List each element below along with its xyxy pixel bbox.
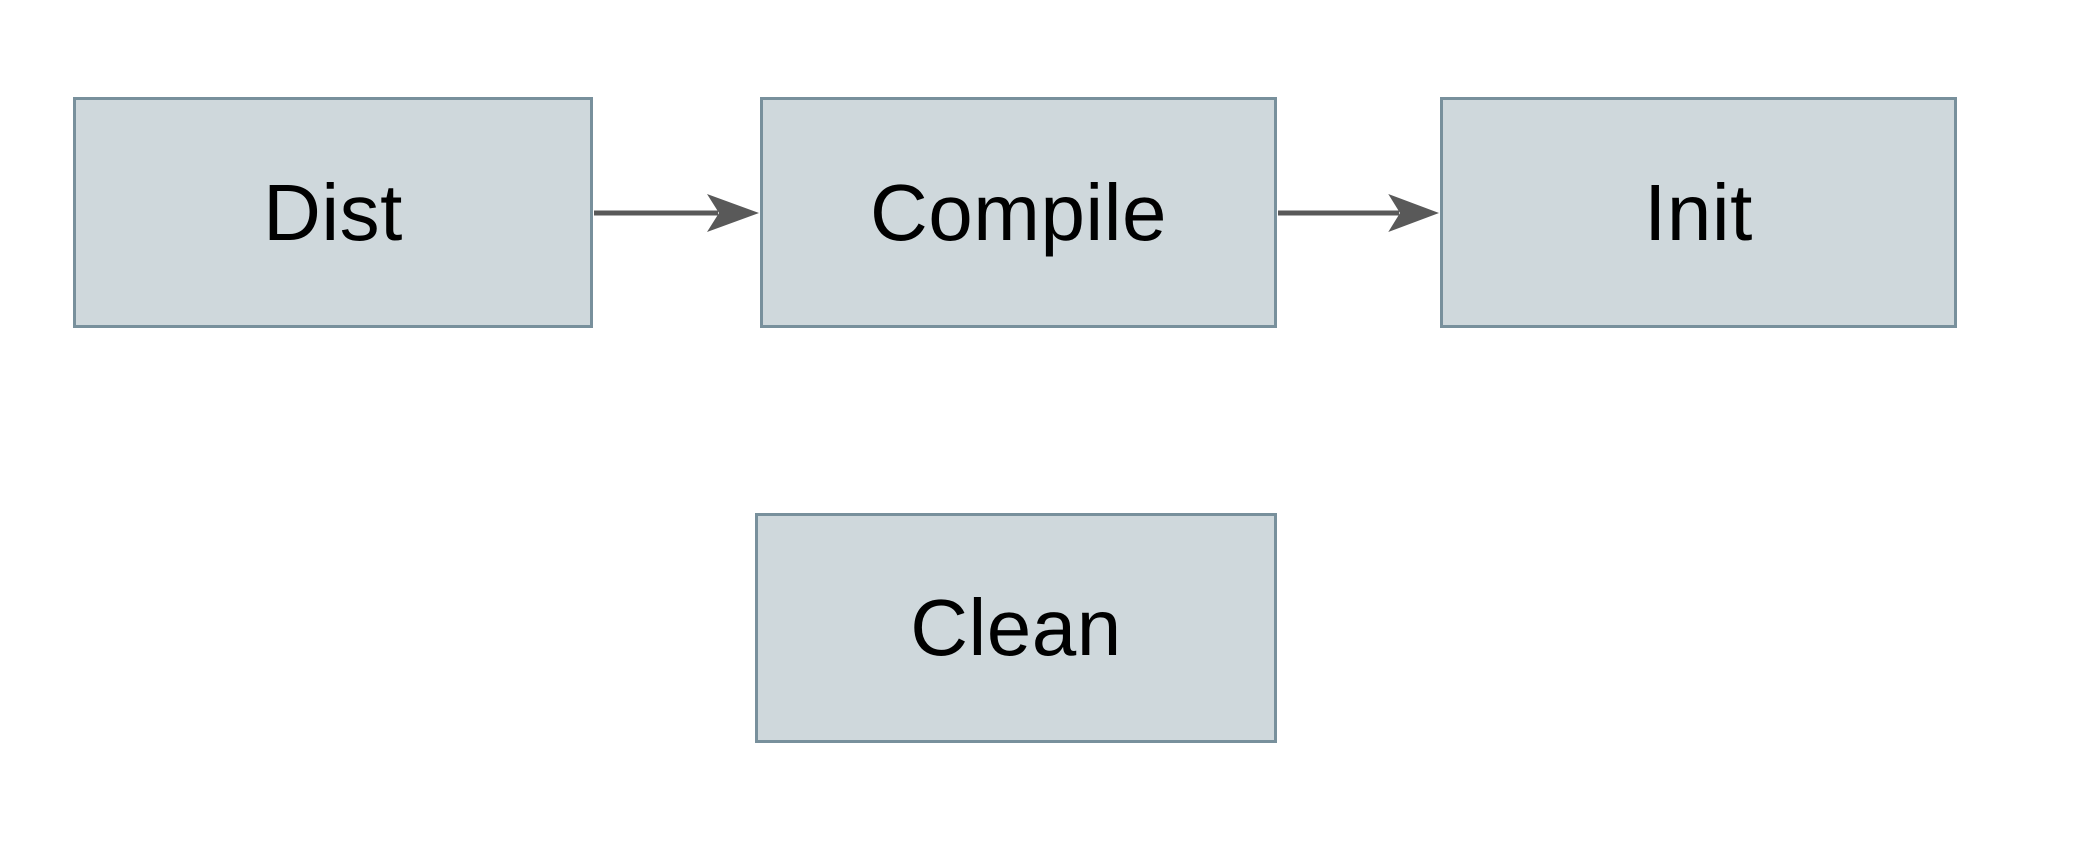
node-clean[interactable]: Clean — [755, 513, 1277, 743]
node-init[interactable]: Init — [1440, 97, 1957, 328]
node-clean-label: Clean — [910, 583, 1122, 672]
node-compile-label: Compile — [870, 167, 1167, 257]
arrow-dist-to-compile-icon — [594, 190, 759, 236]
node-dist-label: Dist — [263, 167, 403, 257]
node-dist[interactable]: Dist — [73, 97, 593, 328]
arrow-compile-to-init-icon — [1278, 190, 1439, 236]
node-init-label: Init — [1644, 167, 1753, 257]
node-compile[interactable]: Compile — [760, 97, 1277, 328]
